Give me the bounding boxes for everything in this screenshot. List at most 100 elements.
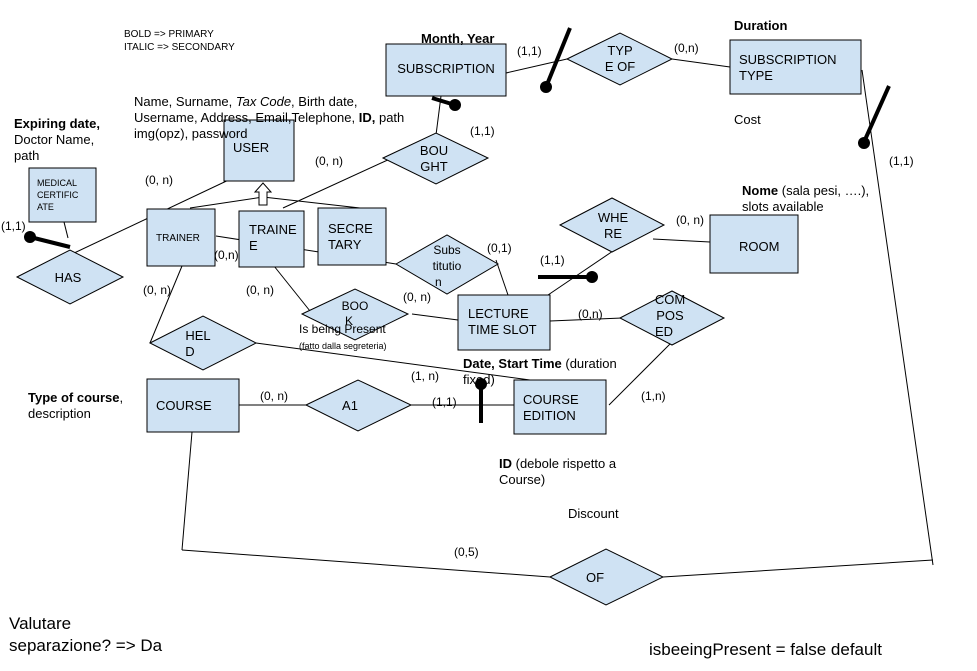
relationship-bought-label-line1: BOU (420, 143, 448, 158)
note-bottom-right: isbeeingPresent = false default (649, 640, 882, 659)
relationship-type-of-label-line2: E OF (605, 59, 635, 74)
attr-medical-line1: Expiring date, (14, 116, 100, 131)
entity-course-label: COURSE (156, 398, 212, 413)
card-held-edition: (1, n) (411, 369, 439, 383)
attr-medical-line2: Doctor Name, (14, 132, 94, 147)
relationship-bought[interactable]: BOU GHT (381, 132, 490, 185)
entity-course[interactable]: COURSE (146, 378, 240, 433)
isa-arrow-icon (253, 182, 273, 206)
card-room-where: (0, n) (676, 213, 704, 227)
card-subtype-of: (1,1) (889, 154, 914, 168)
entity-trainer[interactable]: TRAINER (146, 208, 216, 267)
relationship-held-label-line2: D (185, 344, 194, 359)
entity-lecture-time-slot[interactable]: LECTURE TIME SLOT (457, 294, 551, 351)
attr-room-line1: Nome (sala pesi, ….), (742, 183, 869, 198)
note-bottom-left-line1: Valutare (9, 614, 71, 633)
card-trainee-book: (0, n) (246, 283, 274, 297)
relationship-bought-label-line2: GHT (420, 159, 448, 174)
attributes: Month, Year Duration Cost Name, Surname,… (14, 18, 869, 521)
entity-trainee-label-line2: E (249, 238, 258, 253)
card-edition-a1: (1,1) (432, 395, 457, 409)
relationship-held-label-line1: HEL (185, 328, 210, 343)
legend: BOLD => PRIMARY ITALIC => SECONDARY (124, 29, 235, 53)
relationship-book-label-line2: K (345, 314, 353, 328)
attr-edition-line1: Date, Start Time (duration (463, 356, 617, 371)
attr-of-discount: Discount (568, 506, 619, 521)
card-course-a1: (0, n) (260, 389, 288, 403)
relationship-composed[interactable]: COM POS ED (618, 290, 726, 346)
entity-user[interactable]: USER (223, 119, 295, 182)
entity-medical-certificate-label-line2: CERTIFIC (37, 190, 79, 200)
entity-secretary-label-line2: TARY (328, 237, 362, 252)
identifier-marks (24, 27, 891, 423)
card-course-of: (0,5) (454, 545, 479, 559)
entity-subscription-label: SUBSCRIPTION (397, 61, 495, 76)
attr-user-line1: Name, Surname, Tax Code, Birth date, (134, 94, 358, 109)
attr-subscription-type-duration: Duration (734, 18, 788, 33)
entity-medical-certificate-label-line3: ATE (37, 202, 54, 212)
attr-user-line2: Username, Address, Email,Telephone, ID, … (134, 110, 404, 125)
legend-bold: BOLD => PRIMARY (124, 29, 214, 40)
attr-subscription-month-year: Month, Year (421, 31, 494, 46)
entity-course-edition[interactable]: COURSE EDITION (513, 379, 607, 435)
relationship-composed-label-line2: POS (656, 308, 684, 323)
entity-secretary[interactable]: SECRE TARY (317, 207, 387, 266)
card-user-has: (0, n) (145, 173, 173, 187)
card-slot-where: (1,1) (540, 253, 565, 267)
card-edition-composed: (1,n) (641, 389, 666, 403)
card-subscription-bought: (1,1) (470, 124, 495, 138)
relationship-type-of[interactable]: TYP E OF (565, 32, 674, 86)
legend-italic: ITALIC => SECONDARY (124, 42, 235, 53)
card-subtype-typeof: (0,n) (674, 41, 699, 55)
relationship-a1[interactable]: A1 (304, 379, 413, 432)
entity-subscription-type[interactable]: SUBSCRIPTION TYPE (729, 39, 862, 95)
card-substitution-slot: (0,1) (487, 241, 512, 255)
attr-edition-id-line2: Course) (499, 472, 545, 487)
relationship-of-label: OF (586, 570, 604, 585)
relationship-book[interactable]: BOO K (300, 288, 410, 341)
relationship-has[interactable]: HAS (15, 249, 125, 305)
entity-trainer-label: TRAINER (156, 233, 200, 244)
attr-medical-line3: path (14, 148, 39, 163)
notes: Valutare separazione? => Da isbeeingPres… (9, 614, 882, 659)
entity-user-label: USER (233, 140, 269, 155)
relationship-substitution-label-line3: n (435, 275, 442, 289)
relationship-substitution[interactable]: Subs titutio n (395, 234, 499, 295)
attr-edition-id-line1: ID (debole rispetto a (499, 456, 617, 471)
relationship-where-label-line1: WHE (598, 210, 629, 225)
relationship-book-label-line1: BOO (342, 299, 369, 313)
entity-room-label: ROOM (739, 239, 779, 254)
entity-room[interactable]: ROOM (709, 214, 799, 274)
relationship-of[interactable]: OF (548, 548, 665, 606)
relationship-substitution-label-line1: Subs (433, 243, 460, 257)
attr-course-line2: description (28, 406, 91, 421)
entity-medical-certificate[interactable]: MEDICAL CERTIFIC ATE (28, 167, 97, 223)
entity-subscription[interactable]: SUBSCRIPTION (385, 43, 507, 97)
relationship-substitution-label-line2: titutio (433, 259, 462, 273)
card-substitution-trainer: (0,n) (214, 248, 239, 262)
entity-course-edition-label-line2: EDITION (523, 408, 576, 423)
relationship-has-label: HAS (55, 270, 82, 285)
entity-secretary-label-line1: SECRE (328, 221, 373, 236)
entity-course-edition-label-line1: COURSE (523, 392, 579, 407)
entity-medical-certificate-label-line1: MEDICAL (37, 178, 77, 188)
card-slot-composed: (0,n) (578, 307, 603, 321)
attr-book-present-note: (fatto dalla segreteria) (299, 341, 387, 351)
relationship-where[interactable]: WHE RE (558, 197, 666, 253)
attr-edition-line2: fixed) (463, 372, 495, 387)
entity-trainee[interactable]: TRAINE E (238, 210, 305, 268)
entity-lecture-time-slot-label-line2: TIME SLOT (468, 322, 537, 337)
relationship-where-label-line2: RE (604, 226, 622, 241)
attr-course-line1: Type of course, (28, 390, 123, 405)
relationship-composed-label-line3: ED (655, 324, 673, 339)
card-user-bought: (0, n) (315, 154, 343, 168)
relationship-held[interactable]: HEL D (148, 315, 258, 371)
card-subscription-typeof: (1,1) (517, 44, 542, 58)
card-medical-has: (1,1) (1, 219, 26, 233)
attr-book-present: Is being Present (299, 322, 386, 336)
relationship-composed-label-line1: COM (655, 292, 685, 307)
cardinalities: (1,1) (0,n) (1,1) (0, n) (0, n) (1,1) (1… (1, 41, 914, 559)
card-slot-book: (0, n) (403, 290, 431, 304)
